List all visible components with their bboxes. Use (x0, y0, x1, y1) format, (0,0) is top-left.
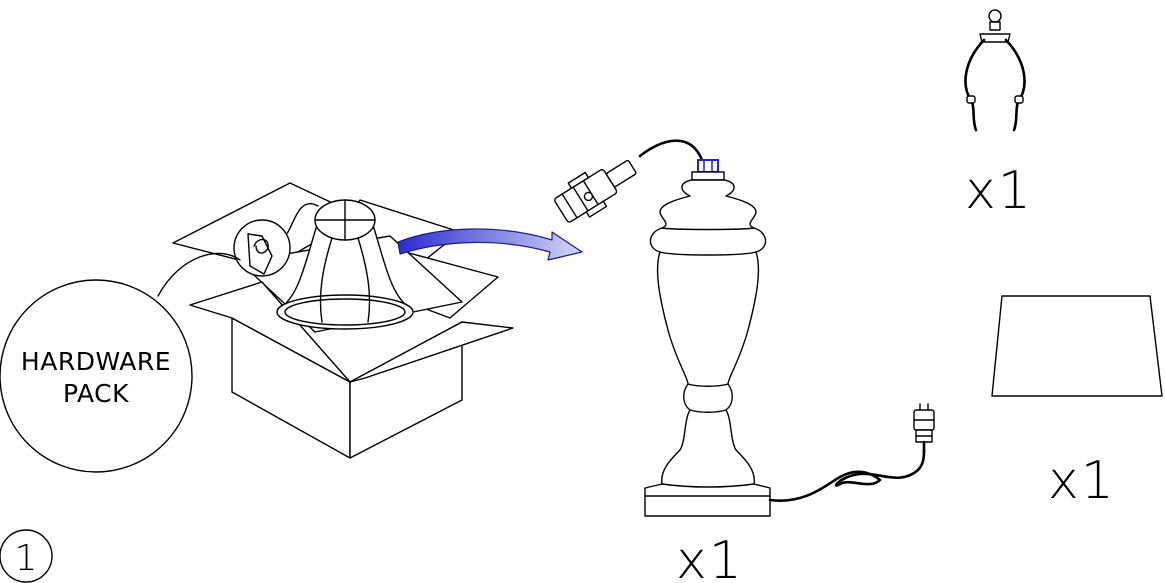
shade-icon (991, 295, 1163, 397)
shade-quantity: x1 (1048, 451, 1116, 511)
harp-icon (964, 9, 1026, 132)
arrow-icon (397, 228, 583, 261)
lamp-base-icon (644, 159, 771, 517)
harp-quantity: x1 (965, 161, 1033, 221)
hardware-pack-line2: PACK (63, 379, 129, 408)
hardware-pack-label: HARDWARE PACK (0, 279, 193, 473)
plug-icon (768, 403, 935, 502)
socket-icon (554, 139, 704, 223)
hardware-pack-callout (157, 219, 291, 297)
hardware-pack-line1: HARDWARE (21, 347, 171, 376)
step-number-badge: 1 (0, 529, 53, 583)
step-number: 1 (15, 538, 38, 579)
lampshade-icon (261, 199, 414, 330)
lamp-base-quantity: x1 (676, 531, 744, 583)
